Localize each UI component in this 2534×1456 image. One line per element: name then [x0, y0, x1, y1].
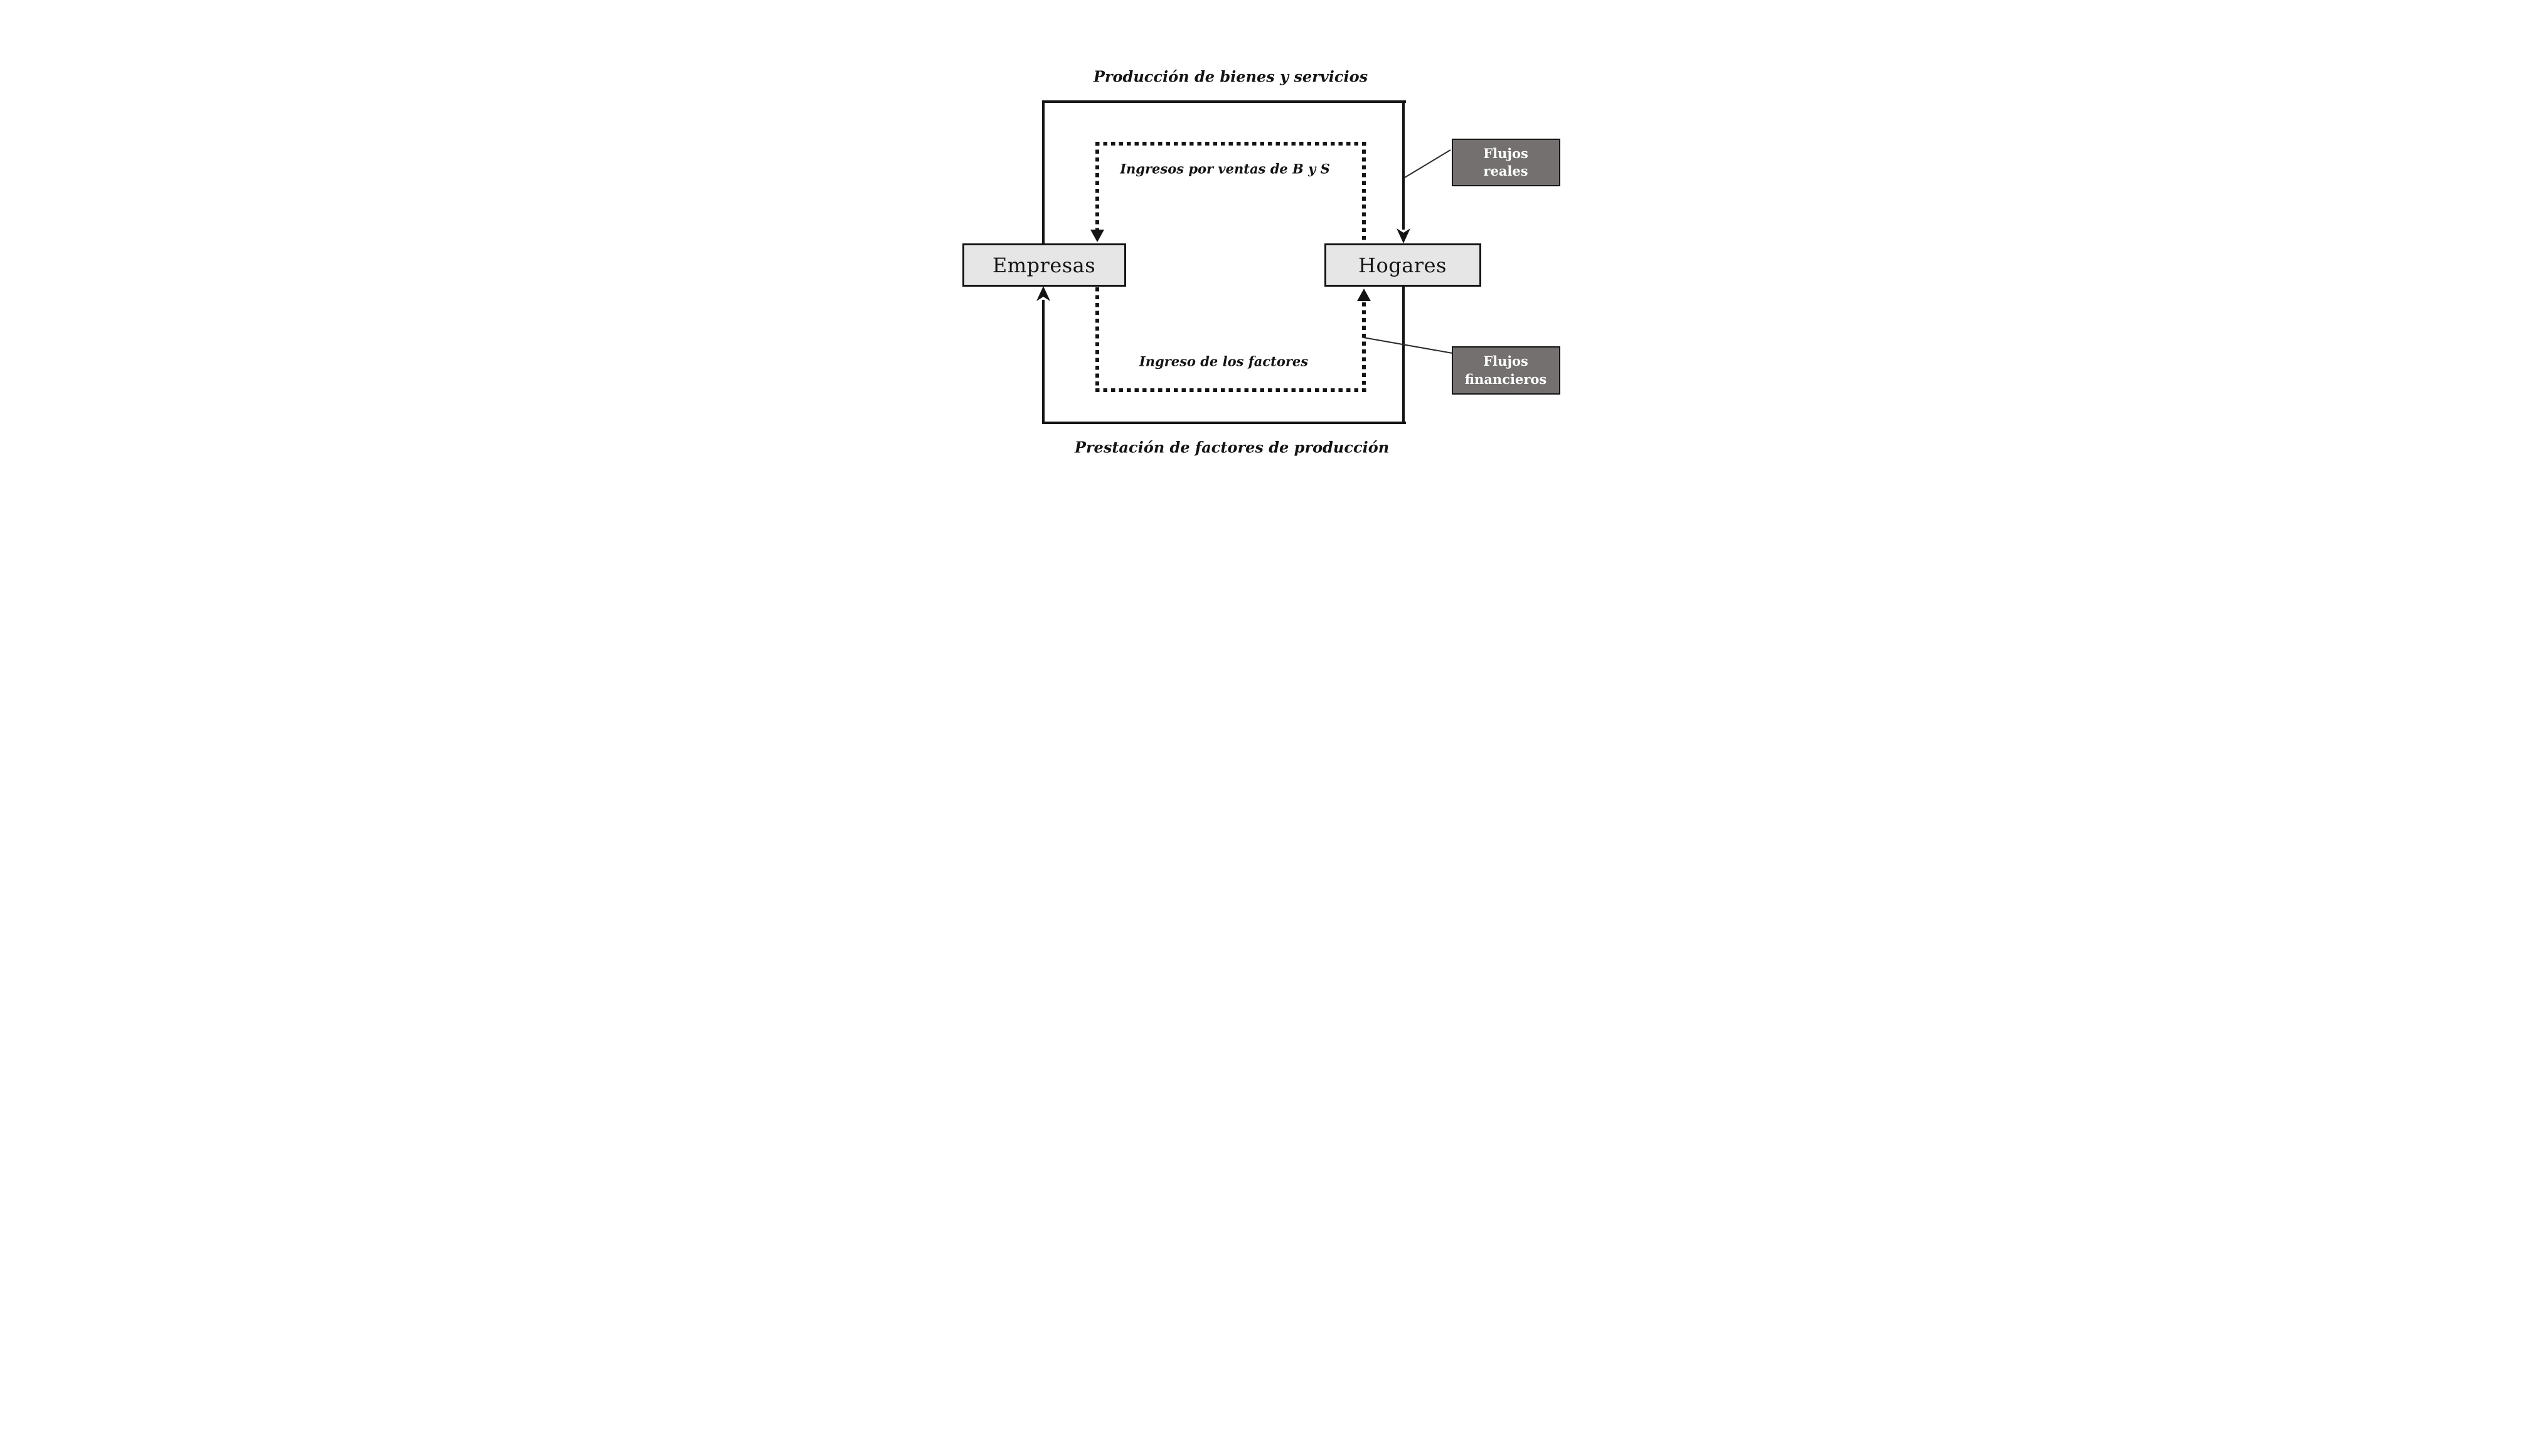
legend-flujos-reales-label: Flujos reales — [1483, 145, 1528, 179]
circular-flow-diagram: Empresas Hogares Producción de bienes y … — [814, 0, 1720, 520]
label-produccion-bienes-servicios: Producción de bienes y servicios — [1093, 67, 1368, 86]
connector-line-flujos-financieros — [1363, 337, 1452, 354]
label-prestacion-factores: Prestación de factores de producción — [1074, 438, 1390, 457]
connector-line-flujos-reales — [1403, 149, 1451, 178]
node-hogares: Hogares — [1324, 243, 1481, 287]
legend-flujos-financieros-label: Flujos financieros — [1464, 353, 1547, 387]
legend-flujos-financieros: Flujos financieros — [1451, 346, 1560, 395]
label-ingreso-factores: Ingreso de los factores — [1139, 353, 1309, 369]
solid-loop-left-upper-line — [1041, 100, 1045, 245]
solid-loop-right-upper-line — [1402, 100, 1405, 230]
solid-loop-right-lower-line — [1402, 287, 1405, 424]
legend-flujos-reales: Flujos reales — [1451, 139, 1560, 186]
arrowhead-solid-up-into-empresas — [1036, 286, 1050, 301]
dotted-loop-left-upper-line — [1095, 142, 1099, 230]
arrowhead-dotted-down-into-empresas — [1090, 230, 1104, 242]
arrowhead-solid-down-into-hogares — [1396, 228, 1410, 243]
solid-loop-bottom-line — [1041, 422, 1406, 424]
node-empresas: Empresas — [962, 243, 1126, 287]
dotted-loop-bottom-line — [1095, 388, 1366, 392]
dotted-loop-right-upper-line — [1361, 142, 1366, 243]
dotted-loop-left-lower-line — [1095, 287, 1099, 392]
node-empresas-label: Empresas — [992, 253, 1096, 277]
label-ingresos-ventas: Ingresos por ventas de B y S — [1120, 161, 1330, 177]
node-hogares-label: Hogares — [1358, 253, 1447, 277]
solid-loop-left-lower-line — [1041, 300, 1045, 424]
solid-loop-top-line — [1041, 100, 1406, 103]
arrowhead-dotted-up-into-hogares — [1356, 289, 1371, 301]
dotted-loop-right-lower-line — [1361, 302, 1366, 392]
dotted-loop-top-line — [1095, 142, 1366, 146]
